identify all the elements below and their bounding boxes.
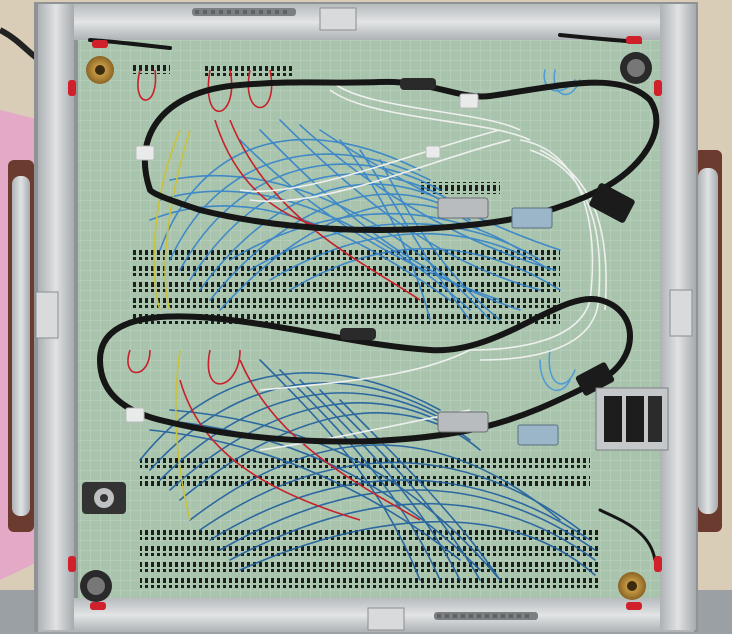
ring-terminals — [68, 36, 662, 610]
corner-fittings — [80, 52, 652, 602]
valve-assembly — [82, 482, 126, 514]
relay-block — [595, 387, 669, 451]
sensor-boxes — [575, 183, 635, 396]
mounting-clips — [125, 93, 479, 423]
right-handle — [694, 150, 722, 532]
blue-wire-bundles — [139, 69, 596, 581]
white-wires — [239, 79, 607, 451]
yellow-wires — [153, 129, 191, 521]
black-cables — [88, 33, 660, 562]
left-handle — [8, 160, 34, 532]
cable-connectors — [340, 78, 559, 446]
